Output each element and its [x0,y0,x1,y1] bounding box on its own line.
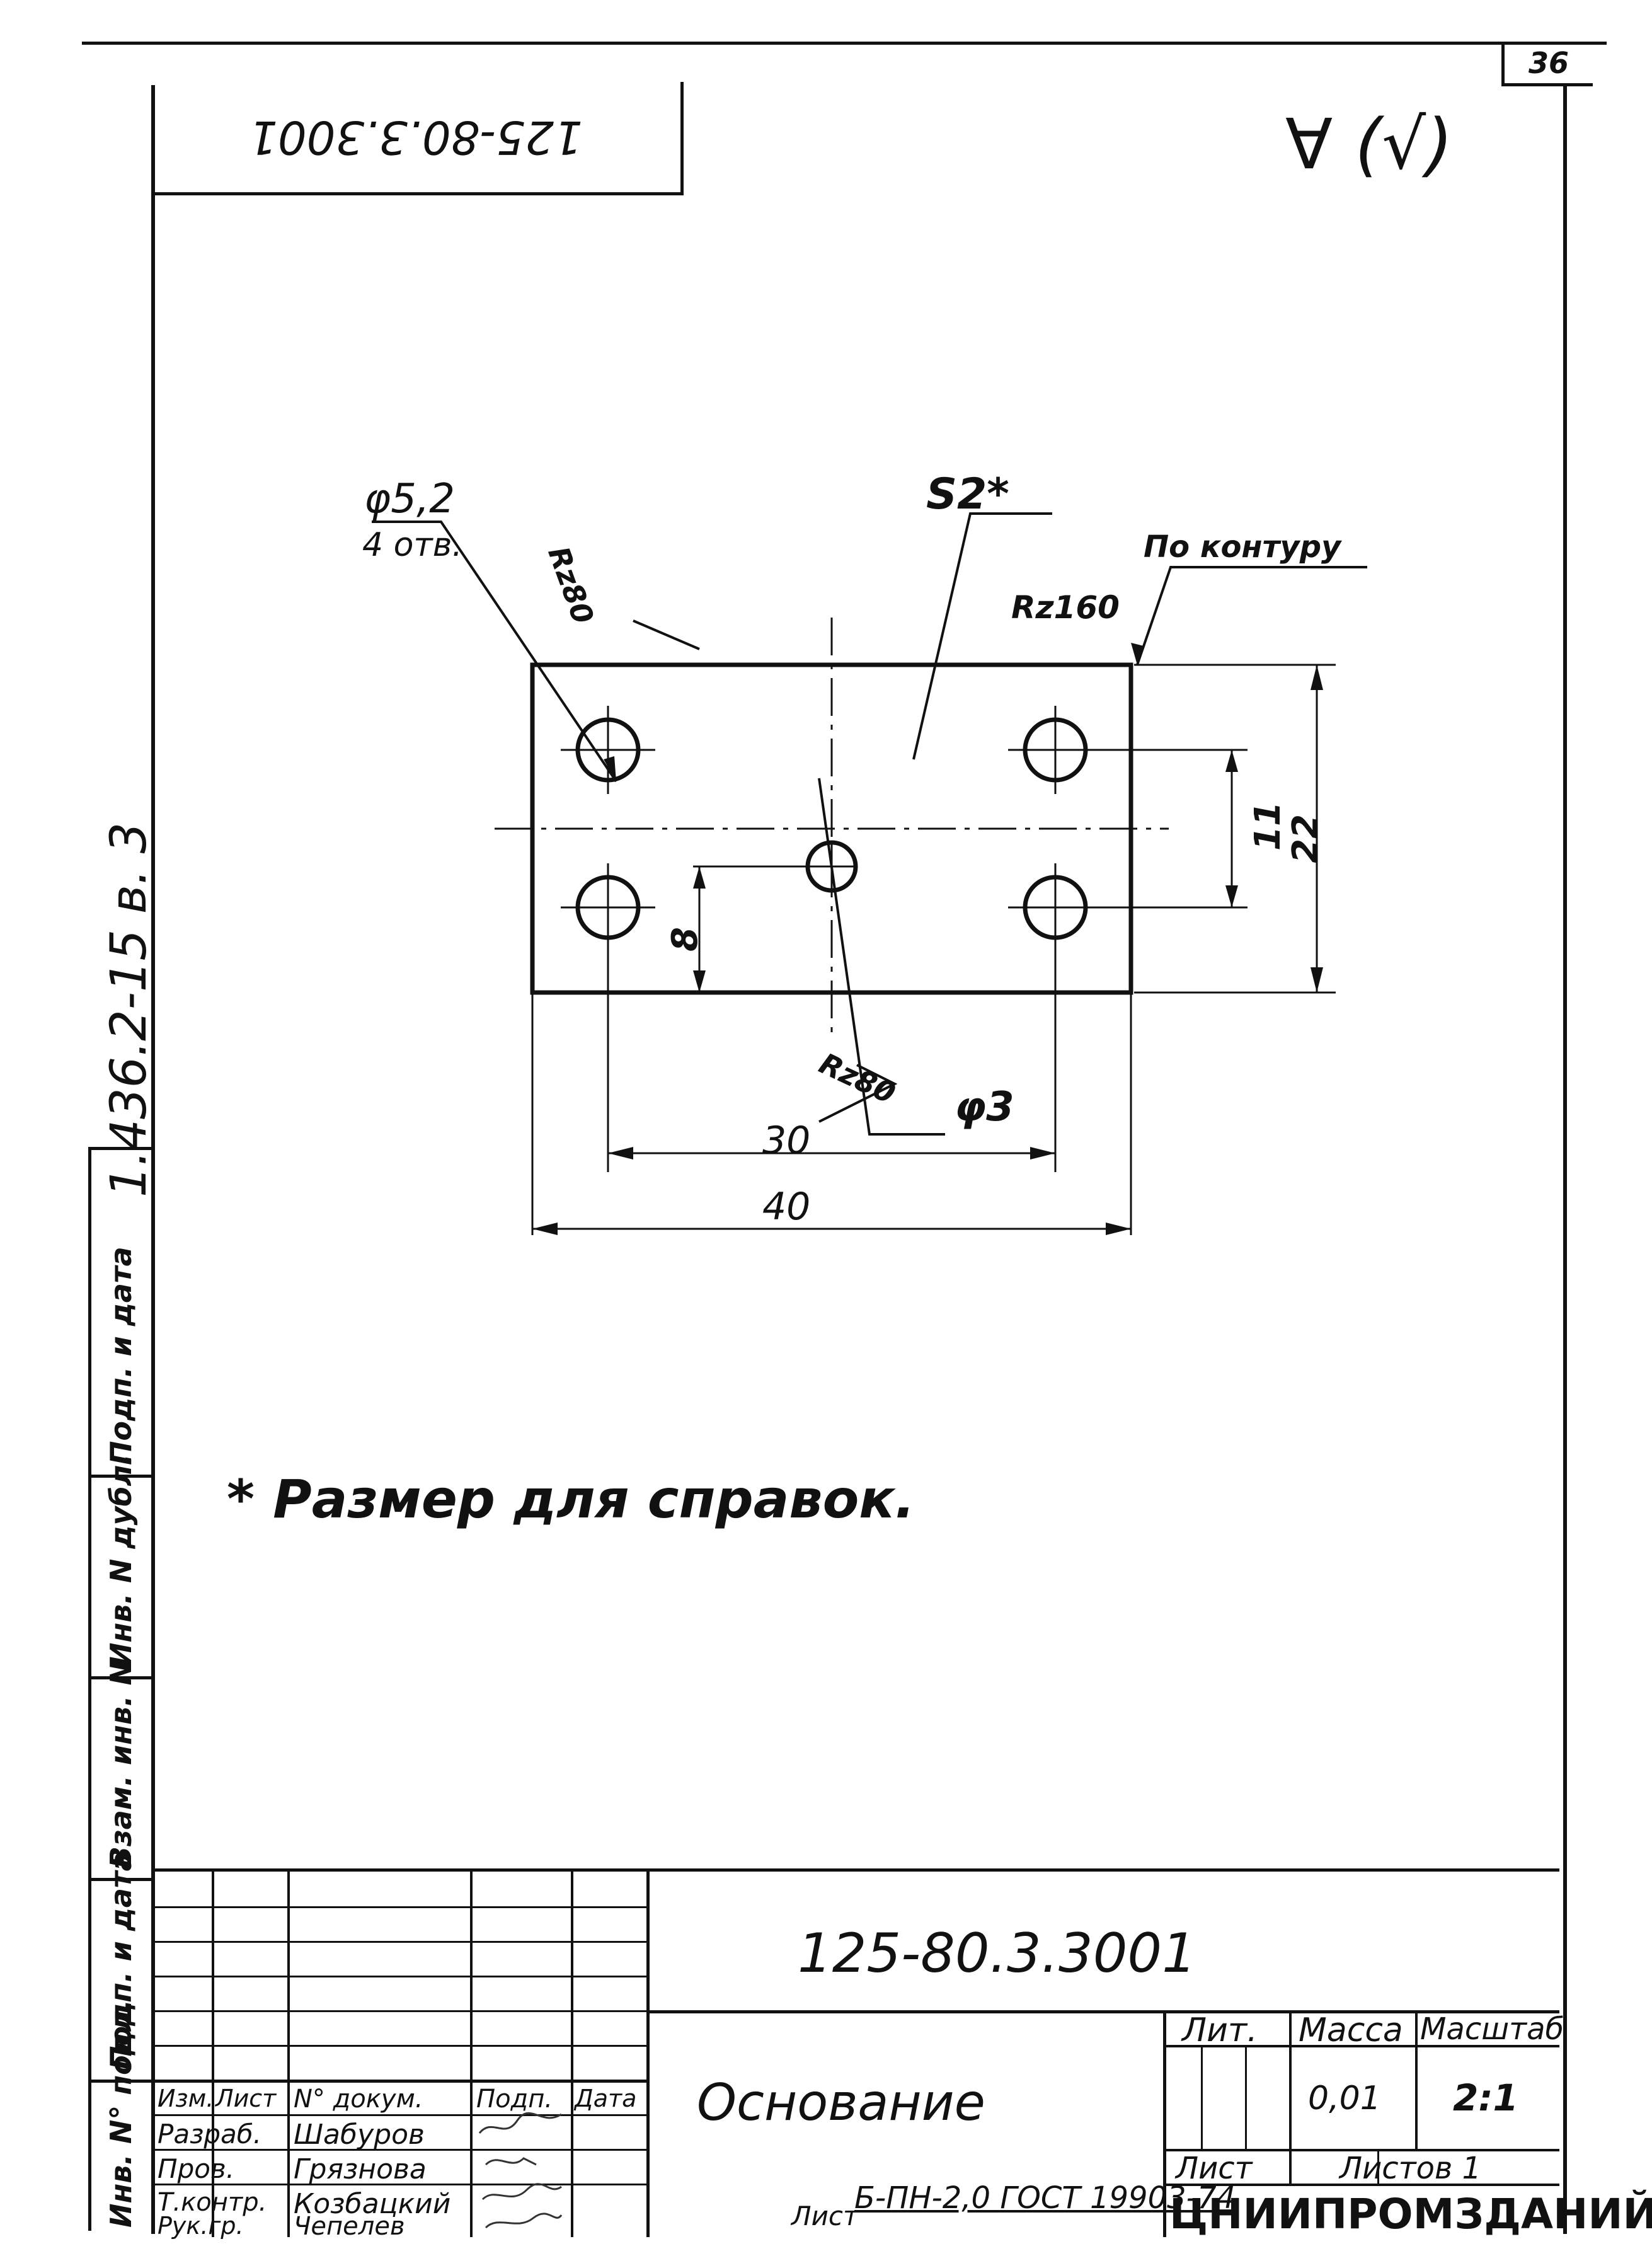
tb-role-tkontr: Т.контр. [158,2188,267,2217]
vertical-designation: 1.436.2-15 в. 3 [101,822,158,1197]
tb-role-prov: Пров. [158,2153,235,2184]
dim-30-label: 30 [762,1119,811,1163]
side-cell-4: Подп. и дата [91,1851,154,2083]
reference-note: * Размер для справок. [227,1468,915,1530]
tb-col-doc: N° докум. [294,2085,423,2114]
hole-centermarks [561,706,1248,1172]
side-stamp-podp-data-1: Подп. и дата [104,1246,138,1465]
side-stamp-inv-dubl: Инв. N дубл. [104,1454,138,1667]
contour-label: По контуру [1144,529,1341,565]
tb-lit-label: Лит. [1182,2011,1258,2049]
tb-mass-value: 0,01 [1308,2080,1381,2117]
dim-22-lines [1134,664,1336,994]
tb-role-rukgr: Рук.гр. [158,2212,244,2240]
dim-8-lines [698,865,832,993]
signatures-image [478,2112,563,2229]
tb-name-tkontr: Козбацкий [294,2188,451,2220]
dim-40-label: 40 [762,1185,811,1229]
tb-part-name: Основание [697,2073,985,2132]
dim-8-label: 8 [665,927,706,952]
hole-count-label: 4 отв. [362,526,462,564]
sheet-number-box: 36 [1501,43,1593,86]
tb-col-podp: Подп. [476,2085,553,2114]
tb-sheets-label: Листов 1 [1339,2151,1482,2186]
tb-mass-label: Масса [1299,2011,1403,2049]
title-block: 125-80.3.3001 Изм. Лист N° докум. Подп. … [155,1868,1652,2241]
tb-organization: ЦНИИПРОМЗДАНИЙ [1169,2190,1652,2238]
tb-scale-value: 2:1 [1453,2076,1518,2119]
tb-col-list: Лист [215,2085,277,2112]
side-cell-1: Подп. и дата [91,1147,154,1478]
dim-40-lines [531,993,1132,1235]
tb-name-rukgr: Чепелев [294,2212,405,2241]
tb-name-prov: Грязнова [294,2153,427,2185]
side-cell-5: Инв. N° подл. [91,2000,154,2234]
tb-name-razrab: Шабуров [294,2119,425,2151]
tb-col-izm: Изм. [158,2085,214,2112]
dim-22-label: 22 [1285,814,1326,863]
tb-material-prefix: Лист [791,2201,859,2231]
roughness-symbol: ∀ (√) [1285,104,1454,185]
side-stamp-vzam-inv: Взам. инв. N [104,1660,138,1868]
leader-lines [372,512,1367,1136]
side-stamp-column: Подп. и дата Инв. N дубл. Взам. инв. N П… [88,1147,154,2231]
tb-scale-label: Масштаб [1420,2011,1564,2047]
thickness-label: S2* [926,469,1009,519]
rz160-label: Rz160 [1011,589,1120,626]
dim-11-label: 11 [1248,802,1288,851]
arrowheads [532,643,1323,1235]
center-hole-label: φ3 [955,1084,1014,1131]
side-cell-3: Взам. инв. N [91,1661,154,1881]
sheet-frame [151,85,1567,2234]
tb-material: Б-ПН-2,0 ГОСТ 19903-74 [854,2180,1236,2216]
mirrored-code: 125-80.3.3001 [249,111,583,164]
tb-role-razrab: Разраб. [158,2119,262,2150]
sheet-number: 36 [1528,46,1569,80]
side-cell-2: Инв. N дубл. [91,1454,154,1679]
sheet-top-line [82,42,1607,45]
part-drawing [372,512,1367,1235]
tb-col-data: Дата [575,2085,637,2112]
tb-designation: 125-80.3.3001 [798,1922,1196,1985]
mirrored-code-box: 125-80.3.3001 [151,82,684,195]
hole-diameter-label: φ5,2 [364,476,455,522]
tb-sheet-label: Лист [1176,2151,1253,2186]
side-stamp-inv-podl: Инв. N° подл. [104,1999,138,2228]
